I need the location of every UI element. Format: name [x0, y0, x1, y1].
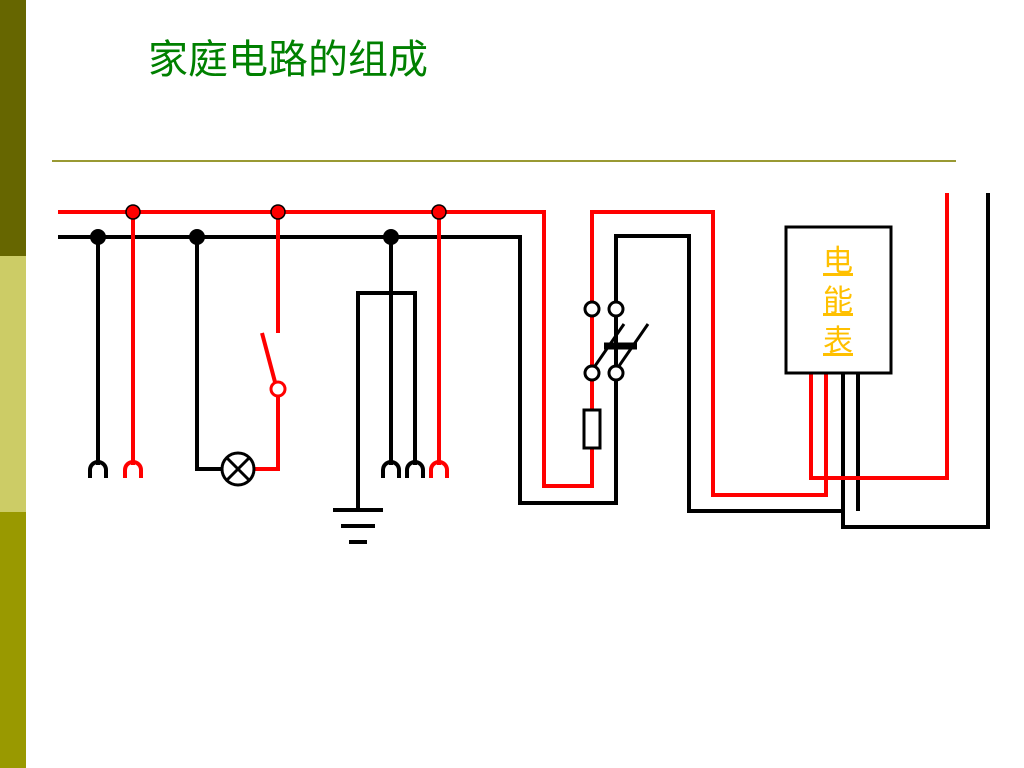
switch-contact: [607, 364, 625, 382]
socket-terminal: [405, 460, 425, 478]
lamp-icon: [220, 451, 256, 487]
lamp-neutral-wire: [195, 237, 222, 471]
switch-contact: [607, 300, 625, 318]
ground-icon: [333, 508, 383, 544]
socket-terminal: [88, 460, 108, 478]
energy-meter-label-char-3: 表: [823, 324, 853, 359]
junction-dot: [189, 229, 205, 245]
side-bar-bottom: [0, 512, 26, 768]
energy-meter: 电 能 表: [784, 225, 893, 375]
energy-meter-label-char-1: 电: [823, 244, 853, 279]
socket-terminal: [381, 460, 401, 478]
junction-dot: [90, 229, 106, 245]
junction-dot: [125, 204, 141, 220]
socket-terminal: [123, 460, 143, 478]
side-bar-top: [0, 0, 26, 256]
main-switch: [583, 300, 650, 382]
energy-meter-label-char-2: 能: [823, 284, 853, 319]
earth-wire: [356, 291, 417, 510]
slide-title: 家庭电路的组成: [148, 37, 428, 83]
socket-1: [88, 460, 143, 478]
energy-meter-box: [784, 225, 893, 375]
switch-blade: [260, 332, 277, 383]
switch-contact: [583, 300, 601, 318]
junction-dot: [383, 229, 399, 245]
side-bar-middle: [0, 256, 26, 512]
socket-2: [381, 460, 449, 478]
live-wires: [58, 193, 949, 497]
title-rule: [52, 160, 956, 162]
switch-contact: [269, 380, 287, 398]
meter-live-lead: [809, 193, 949, 480]
neutral-bus: [58, 193, 990, 529]
neutral-wires: [58, 193, 990, 529]
junction-dot: [431, 204, 447, 220]
fuse: [582, 408, 602, 450]
lamp-live-wire: [254, 396, 280, 471]
junctions: [90, 204, 447, 245]
light-switch: [260, 332, 287, 398]
switch-contact: [583, 364, 601, 382]
junction-dot: [270, 204, 286, 220]
live-bus: [58, 210, 828, 497]
socket-terminal: [429, 460, 449, 478]
